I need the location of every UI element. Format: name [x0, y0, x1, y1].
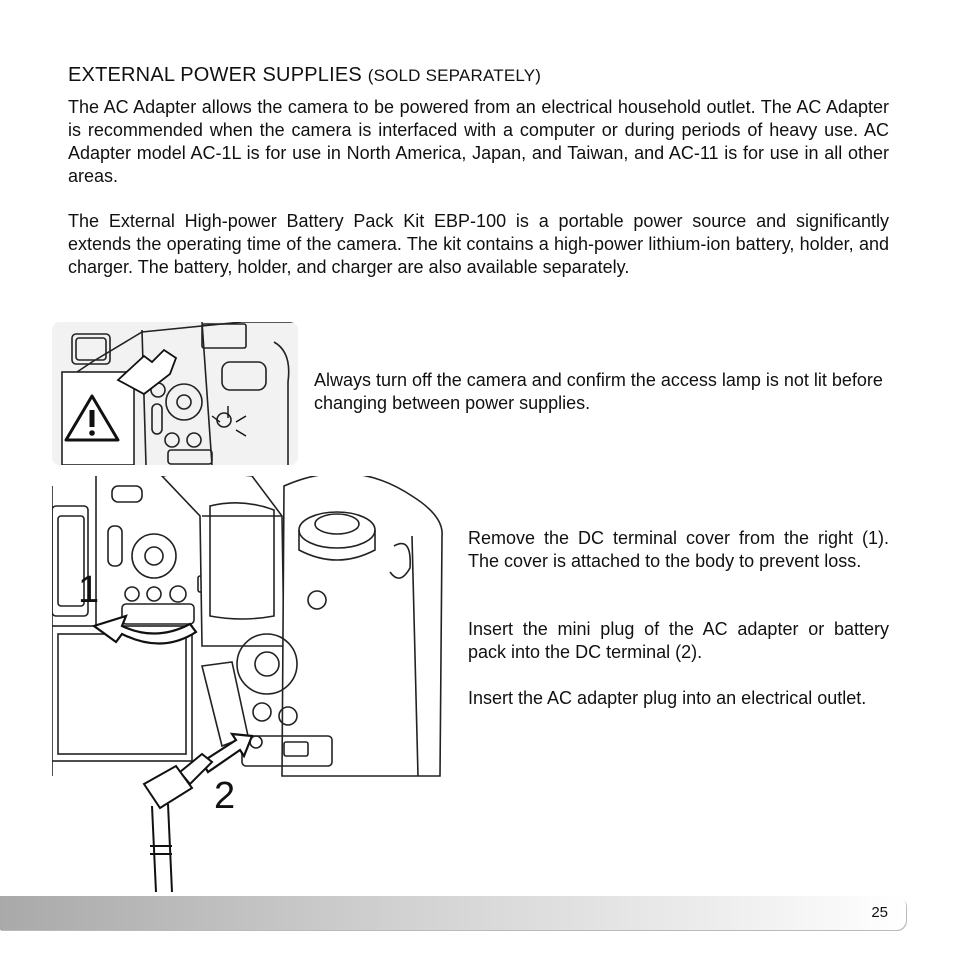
page-footer-bar: 25: [0, 896, 906, 930]
warning-triangle-icon: [64, 394, 120, 442]
callout-1: 1: [78, 569, 99, 611]
step-insert-mini-plug: Insert the mini plug of the AC adapter o…: [468, 619, 889, 662]
paragraph-ac-adapter: The AC Adapter allows the camera to be p…: [68, 97, 889, 186]
step-remove-cover: Remove the DC terminal cover from the ri…: [468, 528, 889, 571]
section-title-sub: (SOLD SEPARATELY): [367, 66, 542, 85]
camera-top-illustration: [52, 322, 298, 465]
step-insert-ac-plug: Insert the AC adapter plug into an elect…: [468, 688, 867, 708]
section-title: EXTERNAL POWER SUPPLIES (SOLD SEPARATELY…: [68, 64, 541, 87]
warning-illustration: [52, 322, 298, 465]
page-number: 25: [871, 904, 888, 921]
callout-2: 2: [214, 775, 235, 817]
warning-text: Always turn off the camera and confirm t…: [314, 370, 883, 413]
paragraph-battery-pack: The External High-power Battery Pack Kit…: [68, 211, 889, 277]
dc-terminal-illustration: 1 2: [52, 476, 452, 892]
section-title-main: EXTERNAL POWER SUPPLIES: [68, 64, 362, 86]
